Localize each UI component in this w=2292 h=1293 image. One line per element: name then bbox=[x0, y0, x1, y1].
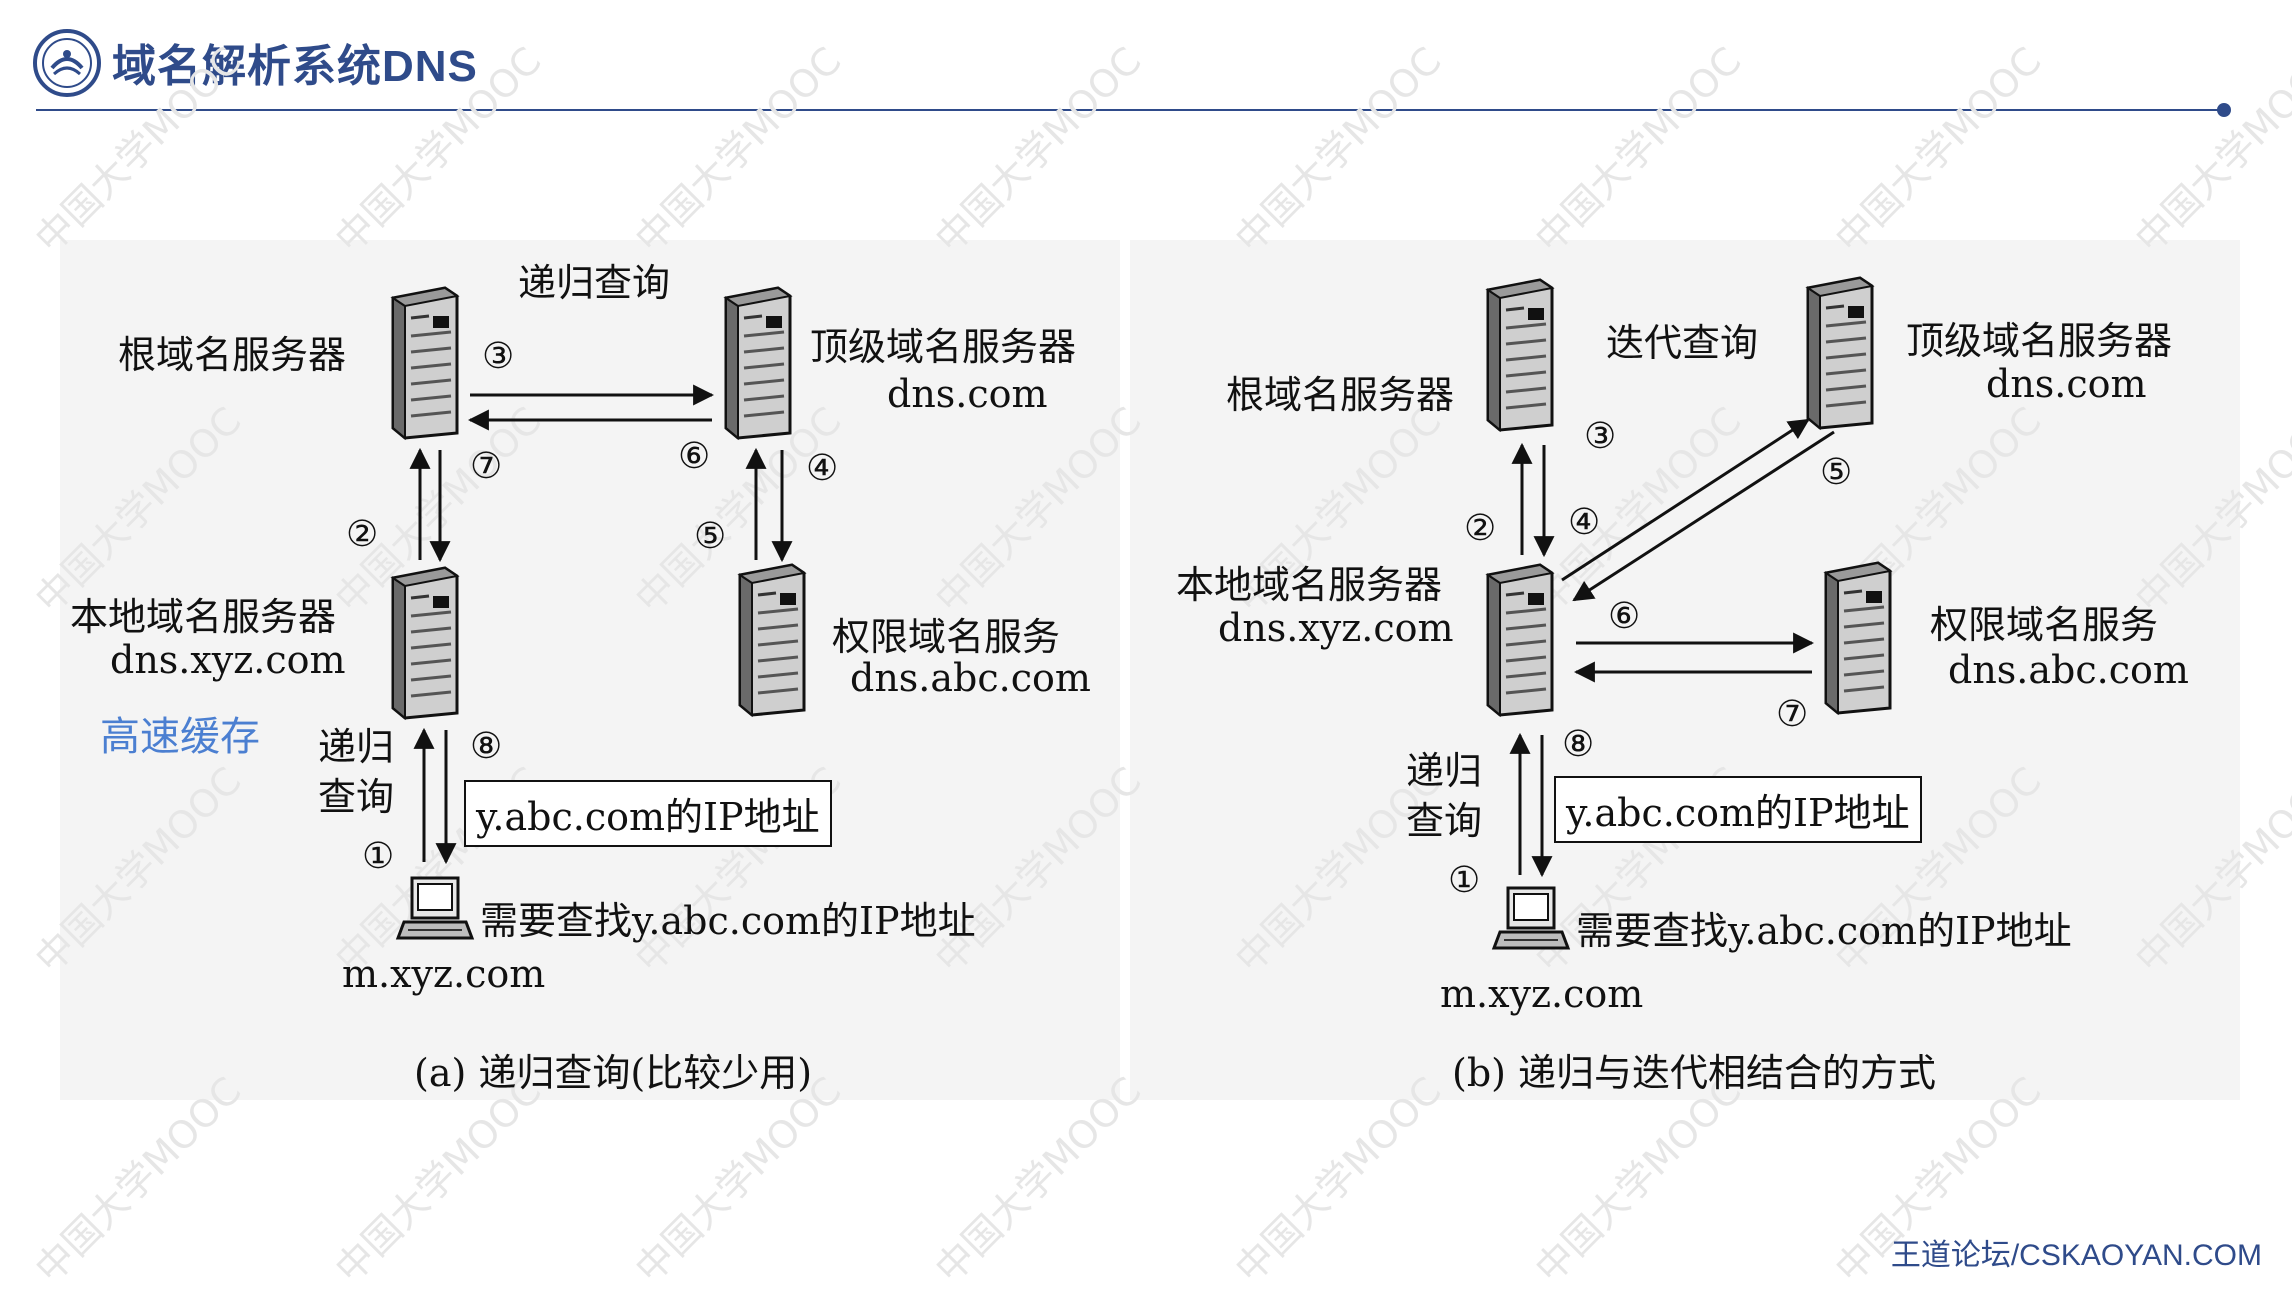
auth-server-label-b: 权限域名服务 bbox=[1930, 603, 2159, 647]
step-7-label-b: ⑦ bbox=[1776, 694, 1809, 735]
auth-server-label: 权限域名服务 bbox=[832, 615, 1061, 659]
answer-box: y.abc.com的IP地址 bbox=[464, 780, 832, 847]
caption-a: (a) 递归查询(比较少用) bbox=[414, 1051, 813, 1095]
step-1-label: ① bbox=[362, 836, 395, 877]
client-host-label: m.xyz.com bbox=[342, 952, 546, 996]
recursive-query-label: 递归查询 bbox=[518, 261, 671, 305]
step-7-label: ⑦ bbox=[470, 446, 503, 487]
tld-server-label: 顶级域名服务器 bbox=[810, 325, 1077, 369]
step-5-label-b: ⑤ bbox=[1820, 452, 1853, 493]
recursive-label-1-b: 递归 bbox=[1406, 749, 1483, 793]
watermark-text: 中国大学MOOC bbox=[1826, 38, 2050, 262]
iterative-query-label: 迭代查询 bbox=[1606, 321, 1759, 365]
watermark-text: 中国大学MOOC bbox=[2126, 38, 2292, 262]
step-3-label-b: ③ bbox=[1584, 416, 1617, 457]
step-2-label-b: ② bbox=[1464, 508, 1497, 549]
header-divider bbox=[36, 109, 2226, 111]
root-server-label-b: 根域名服务器 bbox=[1226, 373, 1455, 417]
client-need-label: 需要查找y.abc.com的IP地址 bbox=[480, 899, 976, 943]
footer-credit: 王道论坛/CSKAOYAN.COM bbox=[1890, 1239, 2262, 1272]
client-host-label-b: m.xyz.com bbox=[1440, 972, 1644, 1016]
step-8-label-b: ⑧ bbox=[1562, 724, 1595, 765]
local-server-domain-b: dns.xyz.com bbox=[1218, 606, 1454, 650]
step-5-label: ⑤ bbox=[694, 516, 727, 557]
caption-b: (b) 递归与迭代相结合的方式 bbox=[1452, 1051, 1937, 1095]
local-server-domain: dns.xyz.com bbox=[110, 638, 346, 682]
university-emblem-icon bbox=[32, 28, 102, 98]
local-server-label-b: 本地域名服务器 bbox=[1176, 563, 1443, 607]
step-4-label: ④ bbox=[806, 448, 839, 489]
client-need-label-b: 需要查找y.abc.com的IP地址 bbox=[1576, 909, 2072, 953]
header-divider-dot bbox=[2217, 103, 2231, 117]
step-1-label-b: ① bbox=[1448, 860, 1481, 901]
tld-server-label-b: 顶级域名服务器 bbox=[1906, 319, 2173, 363]
recursive-label-1: 递归 bbox=[318, 725, 395, 769]
watermark-text: 中国大学MOOC bbox=[1226, 38, 1450, 262]
recursive-label-2: 查询 bbox=[318, 775, 395, 819]
recursive-label-2-b: 查询 bbox=[1406, 799, 1483, 843]
step-4-label-b: ④ bbox=[1568, 502, 1601, 543]
diagram-panel-recursive bbox=[60, 240, 1120, 1100]
watermark-text: 中国大学MOOC bbox=[626, 38, 850, 262]
step-6-label-b: ⑥ bbox=[1608, 596, 1641, 637]
page-title: 域名解析系统DNS bbox=[112, 42, 478, 91]
tld-server-domain: dns.com bbox=[887, 372, 1048, 416]
watermark-text: 中国大学MOOC bbox=[1526, 38, 1750, 262]
step-6-label: ⑥ bbox=[678, 436, 711, 477]
auth-server-domain-b: dns.abc.com bbox=[1948, 648, 2189, 692]
watermark-text: 中国大学MOOC bbox=[926, 38, 1150, 262]
step-8-label: ⑧ bbox=[470, 726, 503, 767]
answer-box-b: y.abc.com的IP地址 bbox=[1554, 776, 1922, 843]
cache-label: 高速缓存 bbox=[100, 714, 260, 760]
tld-server-domain-b: dns.com bbox=[1986, 362, 2147, 406]
root-server-label: 根域名服务器 bbox=[118, 333, 347, 377]
step-2-label: ② bbox=[346, 514, 379, 555]
local-server-label: 本地域名服务器 bbox=[70, 595, 337, 639]
step-3-label: ③ bbox=[482, 336, 515, 377]
diagram-panel-iterative bbox=[1130, 240, 2240, 1100]
auth-server-domain: dns.abc.com bbox=[850, 656, 1091, 700]
